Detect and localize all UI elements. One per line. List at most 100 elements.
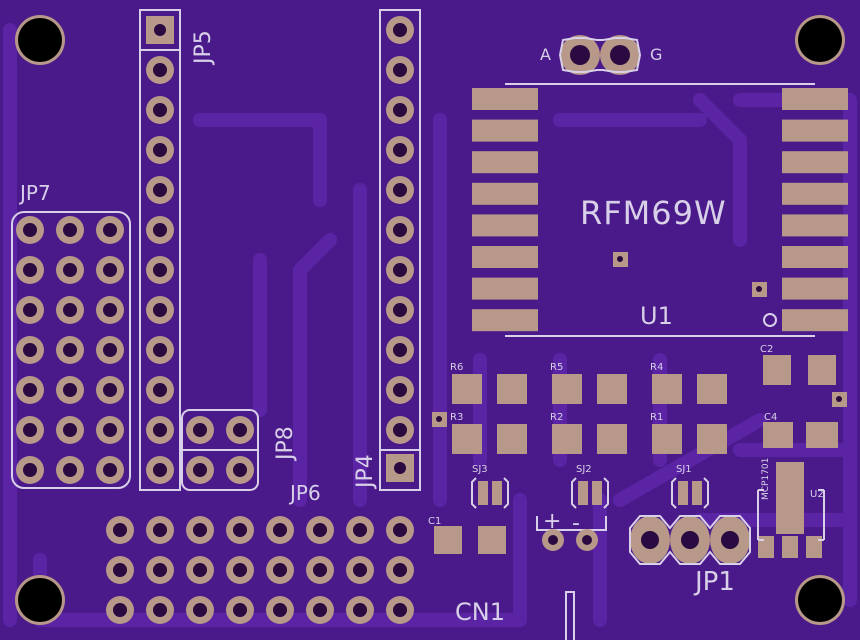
cn1-label: CN1 [455,598,505,626]
r5-label: R5 [550,362,563,373]
rfm-pad-right [782,309,848,332]
pin-pad [96,256,124,284]
jp8-header [181,409,259,491]
pin-pad [346,516,374,544]
pin-pad [386,416,414,444]
pin-pad [146,556,174,584]
pin-pad [96,336,124,364]
pin-pad [146,136,174,164]
pin-pad [346,556,374,584]
pin-pad [186,456,214,484]
r6-label: R6 [450,362,463,373]
pin-pad [16,336,44,364]
r2-label: R2 [550,412,563,423]
pin-pad [96,416,124,444]
pin-pad [96,456,124,484]
jp6-header [106,516,414,624]
jp7-label: JP7 [18,181,51,205]
pin-pad [16,216,44,244]
rfm-pad-right [782,119,848,142]
antenna-a-label: A [540,45,551,64]
rfm-pad-left [472,277,538,300]
jp6-label: JP6 [288,481,321,505]
rfm-pad-right [782,214,848,237]
rfm-pad-right [782,277,848,300]
pin-pad [56,376,84,404]
pin-pad [386,296,414,324]
pin-pad [16,456,44,484]
resistor-pads [452,374,727,454]
rfm-pad-left [472,246,538,268]
pin-pad [266,556,294,584]
pin-pad [56,336,84,364]
pin-pad [186,596,214,624]
pin-pad [146,336,174,364]
plus-label: + [543,509,561,534]
antenna-g-label: G [650,45,662,64]
rfm-pad-right [782,151,848,174]
pin-pad [146,596,174,624]
mcp1701-label: MCP1701 [761,458,771,500]
pin-pad [226,516,254,544]
pin-pad [386,556,414,584]
pin-pad [16,296,44,324]
c4-capacitor [763,422,838,448]
pin-pad [386,256,414,284]
sj3-label: SJ3 [472,464,488,475]
pin-pad [386,336,414,364]
jp4-label: JP4 [353,454,378,490]
rfm-pad-left [472,151,538,174]
r3-label: R3 [450,412,463,423]
pin-pad [106,596,134,624]
u1-label: U1 [640,302,673,330]
pin-pad [146,216,174,244]
pin-pad [146,296,174,324]
c1-capacitor [434,526,506,554]
r4-label: R4 [650,362,663,373]
c4-label: C4 [764,412,777,423]
pin-pad [186,416,214,444]
c1-label: C1 [428,516,441,527]
pin-pad [146,256,174,284]
pin-pad [226,556,254,584]
pin-pad [56,296,84,324]
sj2-label: SJ2 [576,464,592,475]
rfm-pad-left [472,119,538,142]
u2-label: U2 [810,489,824,500]
rfm-pad-right [782,246,848,268]
pin-pad [146,416,174,444]
r1-label: R1 [650,412,663,423]
jp1-label: JP1 [693,567,735,597]
sj1-label: SJ1 [676,464,692,475]
pin-pad [146,56,174,84]
jp7-header [11,211,131,489]
rfm-pad-left [472,88,538,110]
pin-pad [146,456,174,484]
pin-pad [386,216,414,244]
pin-pad [306,516,334,544]
solder-jumper [671,477,709,509]
pin-pad [146,376,174,404]
rfm-pad-left [472,309,538,332]
pin-pad [386,56,414,84]
pin-pad [56,416,84,444]
pin-pad [186,556,214,584]
pin-pad [146,516,174,544]
jp1-header [629,515,751,565]
solder-jumpers [471,477,709,509]
power-pads [536,516,607,551]
pin-pad [226,456,254,484]
jp4-header [379,9,421,491]
pin-pad [346,596,374,624]
minus-label: - [572,511,580,536]
antenna-connector [558,35,642,75]
pin-pad [386,16,414,44]
pin-pad [266,516,294,544]
pin-pad [226,416,254,444]
jp5-label: JP5 [191,30,216,66]
pin-pad [16,376,44,404]
rfm69w-label: RFM69W [580,194,727,232]
pin-pad [146,96,174,124]
pin-pad [56,456,84,484]
pin-pad [386,96,414,124]
